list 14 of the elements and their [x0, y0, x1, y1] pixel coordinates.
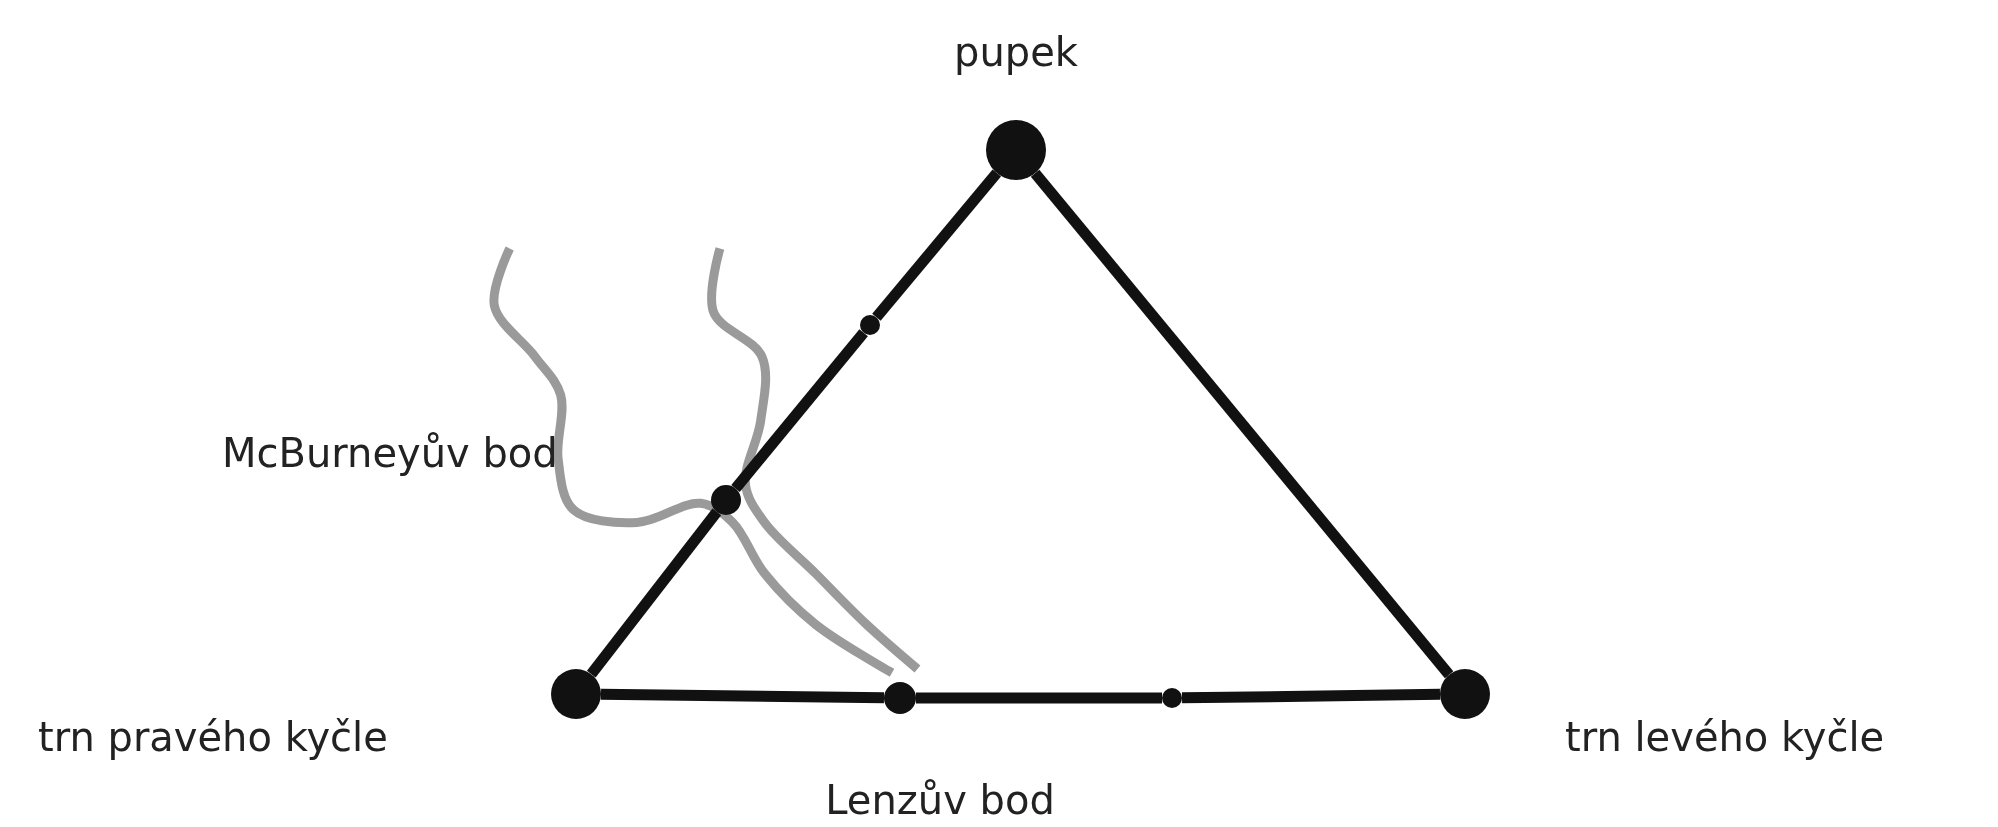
point-label: McBurneyův bod	[222, 431, 558, 475]
point-label: Lenzův bod	[825, 778, 1055, 822]
triangle-side-line	[1181, 688, 1441, 704]
point-marker	[860, 315, 880, 335]
triangle-side-line	[600, 688, 885, 704]
point-label: pupek	[954, 30, 1078, 74]
triangle-side-line	[731, 329, 868, 492]
triangle-side-line	[1030, 169, 1454, 679]
point-marker	[1162, 688, 1182, 708]
triangle-side-line	[916, 692, 1162, 704]
point-label: trn pravého kyčle	[38, 715, 388, 759]
triangle-side-line	[872, 169, 1001, 321]
triangle-side-line	[586, 508, 722, 678]
point-label: trn levého kyčle	[1565, 715, 1885, 759]
